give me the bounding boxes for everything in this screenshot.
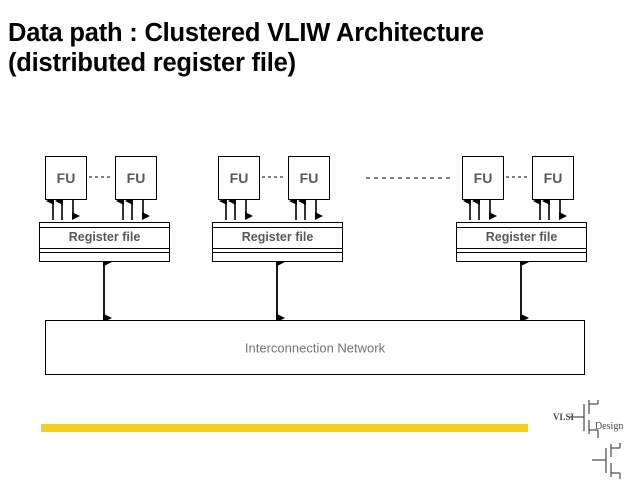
cluster-2-register-file[interactable]: Register file	[212, 222, 343, 262]
regfile-bottom-strip	[39, 252, 170, 262]
cluster-1-fu-2[interactable]: FU	[115, 156, 157, 200]
cluster-1-fu-1[interactable]: FU	[45, 156, 87, 200]
cluster-3-register-file[interactable]: Register file	[456, 222, 587, 262]
page-title: Data path : Clustered VLIW Architecture	[8, 19, 484, 47]
fu-label: FU	[299, 170, 319, 186]
logo-transistor-graphic: VLSI Design	[553, 400, 623, 479]
logo-text-vlsi: VLSI	[553, 412, 575, 422]
cluster-2-fu-2[interactable]: FU	[288, 156, 330, 200]
vlsi-design-logo: VLSI Design	[548, 398, 638, 479]
register-file-label: Register file	[241, 230, 314, 244]
page-subtitle: (distributed register file)	[8, 49, 296, 77]
fu-label: FU	[56, 170, 76, 186]
cluster-2-fu-1-arrows	[219, 197, 253, 220]
fu-label: FU	[229, 170, 249, 186]
logo-text-design: Design	[595, 421, 623, 432]
fu-label: FU	[126, 170, 146, 186]
regfile-bottom-strip	[456, 252, 587, 262]
cluster-1-fu-1-arrows	[46, 197, 80, 220]
register-file-label: Register file	[485, 230, 558, 244]
register-file-label: Register file	[68, 230, 141, 244]
cluster-1-fu-2-arrows	[116, 197, 150, 220]
cluster-3-fu-2-arrows	[533, 197, 567, 220]
interconnection-network-label: Interconnection Network	[244, 340, 386, 355]
cluster-3-fu-1-arrows	[463, 197, 497, 220]
cluster-3-fu-1[interactable]: FU	[462, 156, 504, 200]
accent-bar	[41, 424, 528, 432]
cluster-1-register-file[interactable]: Register file	[39, 222, 170, 262]
cluster-2-fu-1[interactable]: FU	[218, 156, 260, 200]
fu-label: FU	[543, 170, 563, 186]
cluster-3-fu-2[interactable]: FU	[532, 156, 574, 200]
interconnection-network-box[interactable]: Interconnection Network	[45, 320, 585, 375]
cluster-2-fu-2-arrows	[289, 197, 323, 220]
fu-label: FU	[473, 170, 493, 186]
regfile-bottom-strip	[212, 252, 343, 262]
